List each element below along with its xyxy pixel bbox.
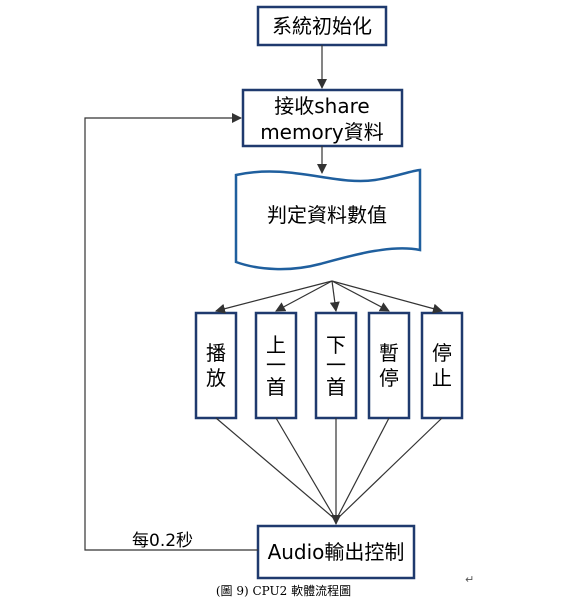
arrow-judge-to-next	[329, 280, 340, 312]
init-label: 系統初始化	[272, 14, 372, 38]
receive-label-line2: memory資料	[260, 120, 384, 144]
action-play-char-1: 播	[206, 341, 226, 365]
arrow-judge-to-play	[215, 280, 333, 314]
action-play-char-2: 放	[206, 366, 226, 390]
figure-caption: (圖 9) CPU2 軟體流程圖	[215, 584, 352, 598]
arrow-judge-to-stop	[331, 280, 443, 314]
audio-label: Audio輸出控制	[268, 540, 405, 564]
audio-box	[256, 524, 416, 580]
action-next-char-1: 下	[326, 333, 346, 357]
arrow-judge-to-prev	[275, 280, 333, 312]
action-box-stop	[420, 311, 464, 420]
action-box-prev	[254, 311, 298, 420]
action-stop-char-2: 止	[432, 366, 452, 390]
action-prev-char-2: 一	[266, 353, 286, 377]
action-prev-char-1: 上	[266, 333, 286, 357]
action-next-char-3: 首	[326, 375, 346, 399]
receive-box	[241, 88, 404, 148]
action-stop-char-1: 停	[432, 341, 452, 365]
action-pause-char-2: 停	[379, 366, 399, 390]
paragraph-return-mark: ↵	[465, 573, 475, 586]
line-pause-to-audio	[335, 417, 390, 521]
line-prev-to-audio	[275, 417, 337, 521]
judge-label: 判定資料數值	[267, 203, 387, 227]
action-prev-char-3: 首	[266, 375, 286, 399]
receive-label-line1: 接收share	[274, 94, 369, 118]
action-box-pause	[367, 311, 411, 420]
action-box-play	[194, 311, 238, 420]
action-pause-char-1: 暫	[379, 341, 399, 365]
judge-document-shape	[234, 168, 422, 271]
action-next-char-2: 一	[326, 353, 346, 377]
loop-label: 每0.2秒	[132, 531, 193, 551]
connectors	[84, 45, 443, 551]
loop-back-line	[84, 113, 258, 551]
line-play-to-audio	[215, 417, 337, 521]
arrow-judge-to-pause	[331, 280, 390, 312]
line-stop-to-audio	[335, 417, 443, 521]
action-box-next	[314, 311, 358, 420]
